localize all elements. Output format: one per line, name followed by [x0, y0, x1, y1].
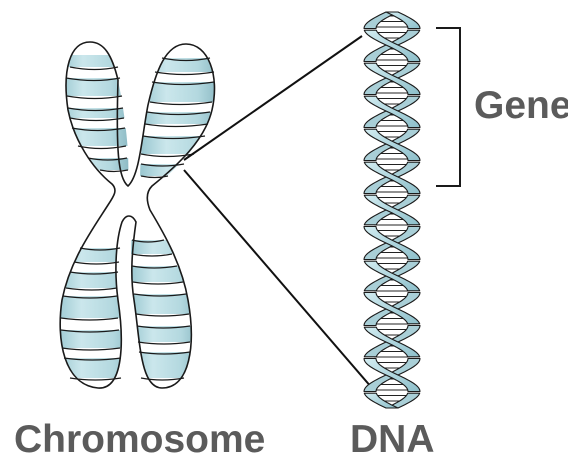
dna-strand-front [363, 128, 421, 162]
dna-strand-front [363, 62, 421, 96]
chromosome-upper-left-arm-bands [66, 55, 129, 170]
dna-strand-front [363, 194, 421, 226]
chromosome-label: Chromosome [14, 418, 266, 461]
dna-base-pairs [374, 15, 410, 402]
connector-lines [183, 35, 373, 389]
chromosome-upper-right-arm-bands [140, 58, 215, 176]
dna-helix [363, 11, 421, 409]
dna-strand-front [363, 260, 421, 292]
dna-strand-front [385, 11, 421, 30]
dna-strand-front [363, 29, 421, 63]
dna-strand-back [363, 11, 399, 30]
chromosome-lower-left-arm-bands [60, 248, 124, 378]
dna-strand-front [363, 326, 421, 358]
gene-label: Gene [474, 84, 568, 127]
connector-line-top [183, 35, 363, 161]
dna-strand-front [363, 357, 421, 393]
dna-strand-front [363, 291, 421, 325]
dna-strand-front [363, 95, 421, 129]
dna-label: DNA [350, 418, 435, 461]
chromosome-outline [59, 41, 216, 389]
connector-line-bottom [183, 169, 373, 389]
dna-strand-front [363, 225, 421, 261]
dna-strand-front [363, 161, 421, 195]
gene-bracket [436, 27, 461, 187]
chromosome-band-lines [60, 57, 215, 381]
chromosome-lower-right-arm-bands [131, 240, 192, 378]
dna-strand-front [363, 392, 399, 409]
chromosome-drawing [59, 41, 216, 389]
